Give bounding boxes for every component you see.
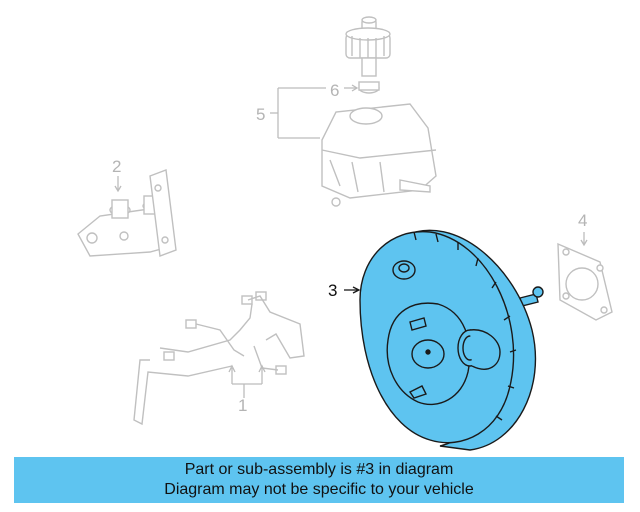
callout-leader-3 — [344, 286, 361, 294]
callout-5: 5 — [256, 105, 265, 124]
parts-diagram: 6 5 2 4 3 1 — [77, 16, 613, 451]
callout-bracket-5-6 — [270, 84, 359, 139]
notice-line-1: Part or sub-assembly is #3 in diagram — [184, 461, 454, 478]
callout-3[interactable]: 3 — [328, 281, 337, 300]
callout-4: 4 — [578, 211, 587, 230]
callout-bracket-1 — [228, 364, 266, 398]
booster-gasket — [557, 242, 613, 321]
callout-6: 6 — [330, 81, 339, 100]
master-cylinder — [77, 169, 177, 257]
callout-leader-4 — [580, 232, 588, 247]
callout-2: 2 — [112, 157, 121, 176]
reservoir-cap — [345, 16, 391, 94]
callout-leader-2 — [114, 176, 122, 193]
brake-lines — [133, 291, 305, 426]
notice-banner: Part or sub-assembly is #3 in diagram Di… — [14, 457, 624, 503]
notice-line-2: Diagram may not be specific to your vehi… — [164, 481, 474, 498]
brake-booster[interactable] — [359, 229, 544, 451]
callout-1: 1 — [238, 396, 247, 415]
fluid-reservoir — [321, 103, 437, 207]
